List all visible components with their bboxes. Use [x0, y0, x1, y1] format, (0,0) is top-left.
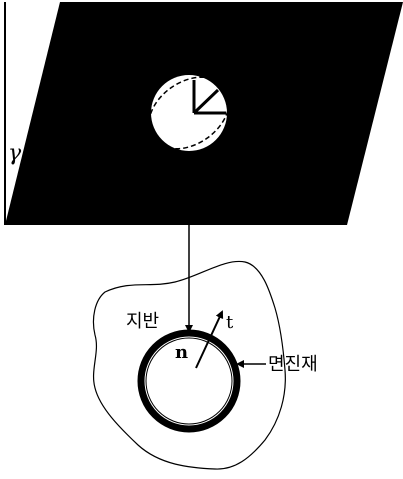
normal-label: n: [175, 342, 188, 363]
isolation-material-label: 면진재: [268, 354, 318, 375]
isolation-layer-ring: [137, 329, 241, 433]
ground-outline: [92, 260, 286, 470]
ground-label: 지반: [126, 311, 159, 332]
deformed-tunnel-ellipse: [148, 76, 230, 150]
radius-diagonal: [192, 88, 220, 115]
tunnel-section-in-block: [148, 75, 230, 151]
tunnel-circle: [151, 75, 227, 151]
undeformed-edge-wedge: [5, 2, 58, 222]
normal-vector-arrow: [195, 310, 224, 369]
tangent-label: t: [226, 312, 234, 333]
shear-strain-label: γ: [8, 141, 22, 166]
tunnel-lining-inner: [145, 337, 233, 425]
